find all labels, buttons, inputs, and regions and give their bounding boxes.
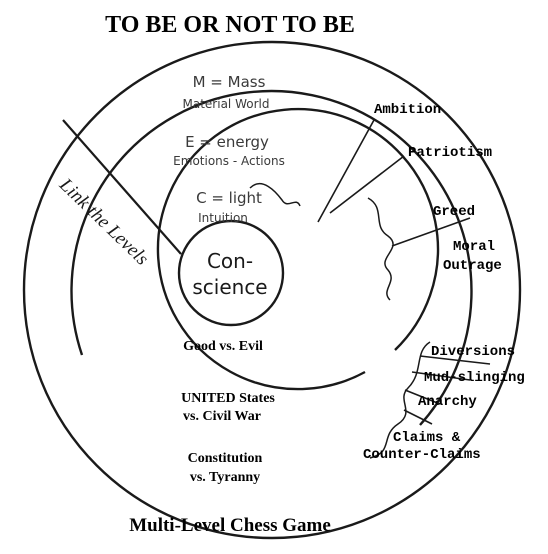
ambition-line	[317, 119, 375, 223]
middle-ring	[70, 89, 473, 426]
claims-label-1: Claims &	[393, 430, 461, 446]
outer-ring-formula: M = Mass	[193, 73, 266, 91]
link-levels-label: Link the Levels	[54, 174, 152, 270]
mudslinging-line	[411, 371, 471, 381]
middle-ring-formula: E = energy	[185, 133, 269, 151]
united-label-2: vs. Civil War	[183, 409, 261, 424]
core-label-line1: Con-	[207, 249, 253, 273]
outer-ring	[22, 40, 522, 540]
united-label-1: UNITED States	[181, 391, 275, 406]
middle-ring-label: Emotions - Actions	[173, 154, 285, 168]
inner-ring	[156, 107, 440, 391]
claims-line	[403, 409, 433, 425]
squiggle-lower	[369, 341, 431, 459]
core-circle	[177, 219, 285, 327]
diagram-title: TO BE OR NOT TO BE	[105, 12, 355, 38]
outer-ring-label: Material World	[183, 97, 270, 111]
patriotism-line	[329, 155, 405, 214]
anarchy-label: Anarchy	[418, 394, 477, 410]
greed-line	[391, 217, 471, 247]
constitution-label-1: Constitution	[188, 451, 263, 466]
core-label-line2: science	[192, 275, 267, 299]
diversions-line	[419, 355, 491, 365]
footer-caption: Multi-Level Chess Game	[129, 515, 331, 536]
squiggle-top	[249, 182, 301, 207]
anarchy-line	[404, 389, 441, 405]
greed-label: Greed	[433, 204, 475, 220]
patriotism-label: Patriotism	[408, 145, 492, 161]
moral-label-2: Outrage	[443, 258, 502, 274]
diversions-label: Diversions	[431, 344, 515, 360]
inner-ring-label: Intuition	[198, 211, 248, 225]
good-evil-label: Good vs. Evil	[183, 339, 263, 354]
link-levels-line	[62, 119, 182, 255]
ambition-label: Ambition	[374, 102, 441, 118]
mudslinging-label: Mud-slinging	[424, 370, 525, 386]
moral-label-1: Moral	[453, 239, 495, 255]
squiggle-right	[367, 197, 394, 301]
constitution-label-2: vs. Tyranny	[190, 470, 260, 485]
claims-label-2: Counter-Claims	[363, 447, 481, 463]
inner-ring-formula: C = light	[196, 189, 262, 207]
